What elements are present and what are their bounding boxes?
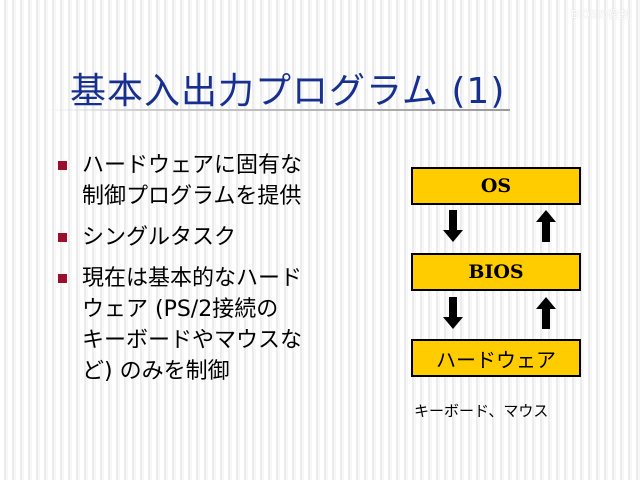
bullet-text-line: キーボードやマウスな: [82, 328, 303, 353]
arrow-up-icon: [536, 210, 556, 242]
bullet-square-icon: [58, 274, 67, 283]
bullet-item-2: シングルタスク: [56, 222, 376, 253]
slide-title: 基本入出力プログラム (1): [70, 71, 506, 112]
arrow-up-icon: [536, 297, 556, 329]
title-underline: [48, 109, 510, 111]
bullet-item-3: 現在は基本的なハード ウェア (PS/2接続の キーボードやマウスな ど) のみ…: [56, 263, 376, 387]
hardware-layer-box: ハードウェア: [411, 339, 581, 377]
bullet-text-line: シングルタスク: [82, 225, 237, 250]
bullet-text-line: ウェア (PS/2接続の: [82, 297, 279, 322]
bullet-square-icon: [58, 233, 67, 242]
slide-header-note: BIOSの役割: [570, 8, 630, 21]
bullet-list: ハードウェアに固有な 制御プログラムを提供 シングルタスク 現在は基本的なハード…: [56, 150, 376, 397]
arrow-down-icon: [443, 297, 463, 329]
bullet-item-1: ハードウェアに固有な 制御プログラムを提供: [56, 150, 376, 212]
bullet-text-line: ど) のみを制御: [82, 359, 230, 384]
bullet-text-line: 現在は基本的なハード: [82, 266, 303, 291]
bullet-text-line: ハードウェアに固有な: [82, 153, 303, 178]
arrow-down-icon: [443, 210, 463, 242]
bullet-square-icon: [58, 161, 67, 170]
os-layer-box: OS: [411, 167, 581, 205]
bullet-text-line: 制御プログラムを提供: [82, 184, 302, 209]
bios-layer-box: BIOS: [411, 253, 581, 291]
hardware-caption: キーボード、マウス: [414, 402, 549, 420]
